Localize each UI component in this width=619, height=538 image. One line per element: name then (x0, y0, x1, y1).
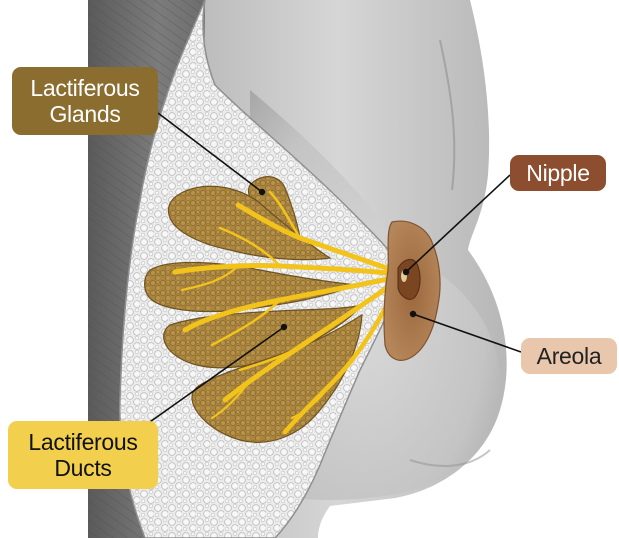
lactiferous-ducts-label-line2: Ducts (54, 455, 111, 481)
lactiferous-glands-label-line2: Glands (49, 101, 120, 127)
areola-label: Areola (521, 338, 617, 374)
nipple-label: Nipple (510, 155, 606, 191)
leader-dot-glands (259, 189, 265, 195)
lactiferous-glands-label-line1: Lactiferous (30, 75, 139, 101)
leader-dot-ducts (281, 324, 287, 330)
nipple (398, 259, 420, 299)
nipple-label-text: Nipple (526, 160, 589, 186)
lactiferous-ducts-label: Lactiferous Ducts (8, 421, 158, 489)
lactiferous-ducts-label-line1: Lactiferous (28, 429, 137, 455)
nipple-shape (398, 259, 420, 299)
leader-dot-nipple (403, 269, 409, 275)
lactiferous-glands-label: Lactiferous Glands (12, 67, 158, 135)
areola-label-text: Areola (537, 343, 602, 369)
leader-dot-areola (410, 311, 416, 317)
